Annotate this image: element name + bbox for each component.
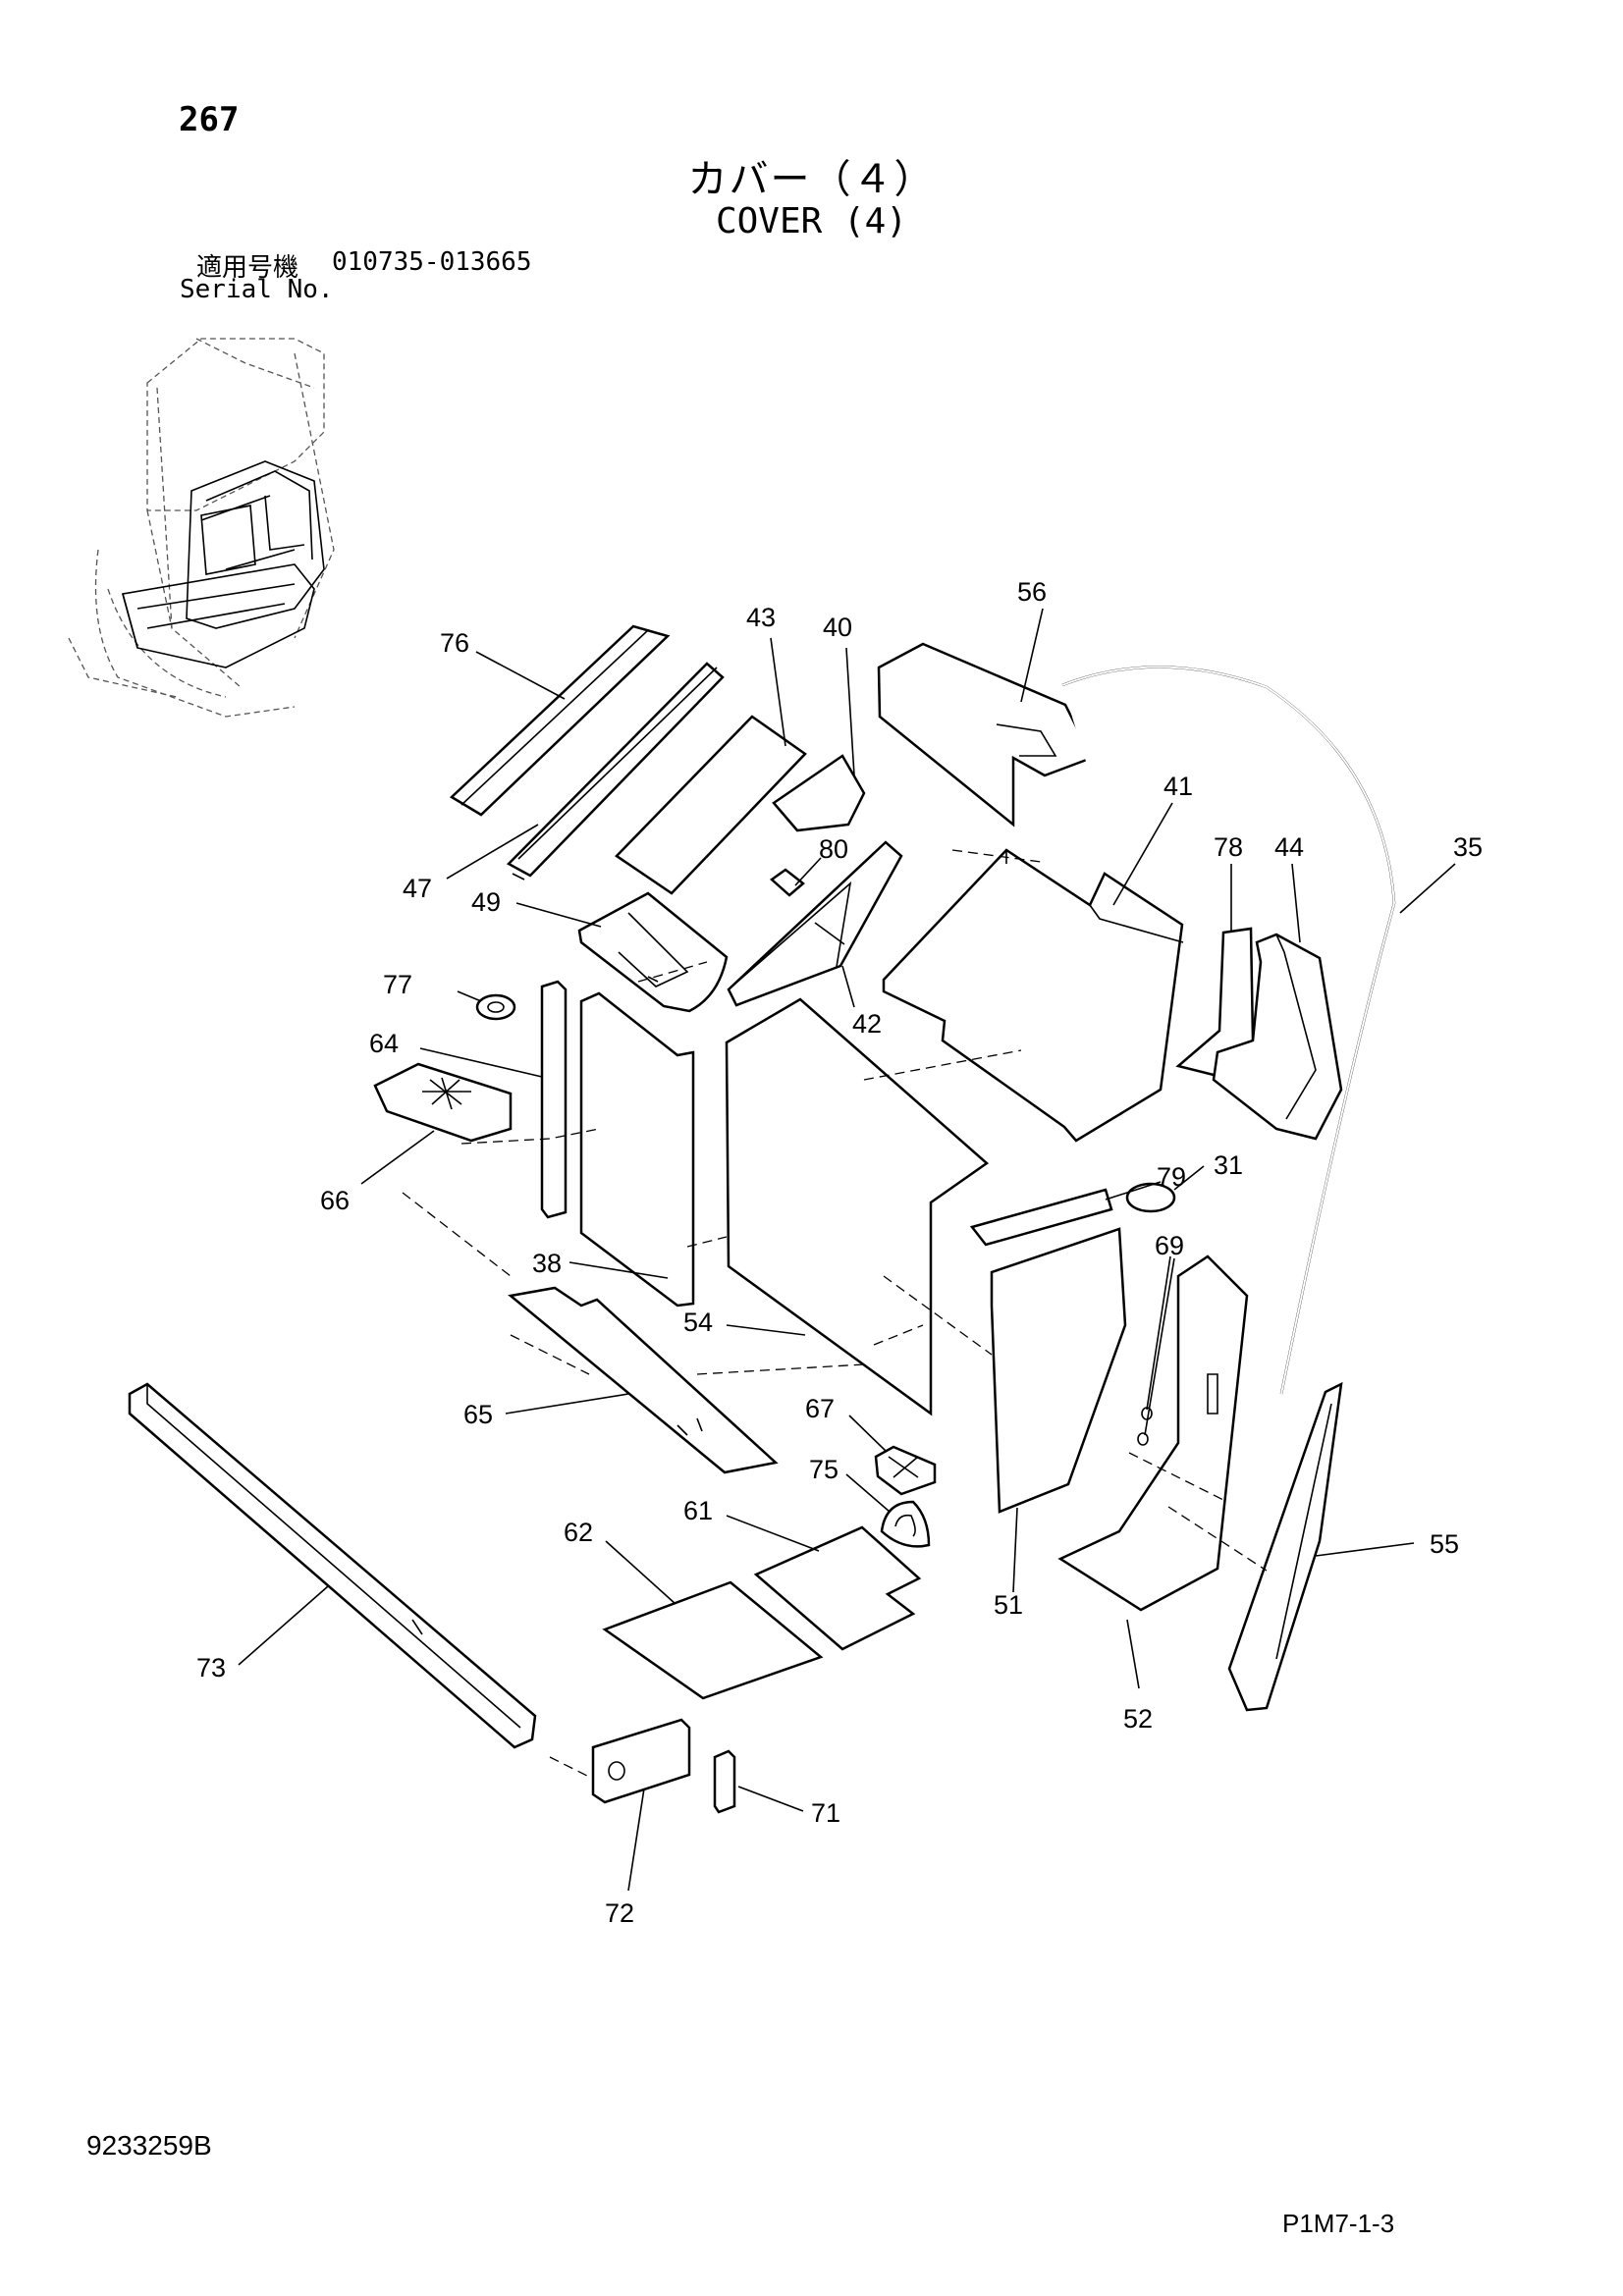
callout-80: 80 xyxy=(819,834,848,864)
callout-75: 75 xyxy=(809,1455,839,1484)
callout-31: 31 xyxy=(1214,1150,1243,1180)
assembly-dashed-lines xyxy=(402,849,1268,1778)
callout-66: 66 xyxy=(320,1186,350,1215)
part-61-mat xyxy=(753,1525,922,1651)
part-38-panel xyxy=(579,991,695,1308)
part-77-grommet xyxy=(475,993,516,1021)
part-72-bracket xyxy=(591,1718,691,1804)
part-51-panel xyxy=(990,1227,1127,1514)
document-code: 9233259B xyxy=(86,2130,212,2161)
callout-40: 40 xyxy=(823,613,852,642)
title-english: COVER (4) xyxy=(715,201,908,241)
part-43-plate xyxy=(615,715,807,895)
callout-79: 79 xyxy=(1157,1162,1186,1192)
callout-77: 77 xyxy=(383,970,412,999)
leader-lines xyxy=(238,608,1456,1892)
part-62-mat xyxy=(602,1580,824,1700)
callout-69: 69 xyxy=(1155,1231,1184,1260)
callout-71: 71 xyxy=(811,1798,840,1828)
page-reference: P1M7-1-3 xyxy=(1282,2209,1395,2238)
serial-range: 010735-013665 xyxy=(332,247,532,277)
callout-labels: 76 43 40 56 41 78 44 35 47 80 49 42 77 6… xyxy=(196,577,1483,1928)
callout-61: 61 xyxy=(683,1496,713,1525)
callout-67: 67 xyxy=(805,1394,835,1423)
cab-overview-inset xyxy=(68,338,335,718)
callout-56: 56 xyxy=(1017,577,1047,607)
part-80-block xyxy=(769,868,805,897)
callout-51: 51 xyxy=(994,1590,1023,1620)
part-42-angle xyxy=(727,840,903,1007)
callout-65: 65 xyxy=(463,1400,493,1429)
part-71-block xyxy=(713,1749,736,1814)
part-65-plate xyxy=(508,1286,779,1474)
callout-55: 55 xyxy=(1430,1529,1459,1559)
callout-54: 54 xyxy=(683,1308,713,1337)
part-73-channel xyxy=(128,1382,537,1749)
part-47-strip xyxy=(506,662,725,881)
serial-label-english: Serial No. xyxy=(180,275,334,304)
page-number: 267 xyxy=(179,100,240,139)
callout-62: 62 xyxy=(564,1518,593,1547)
part-31-pad xyxy=(1125,1182,1176,1213)
callout-64: 64 xyxy=(369,1029,399,1058)
part-64-post xyxy=(540,980,568,1219)
callout-78: 78 xyxy=(1214,832,1243,862)
callout-72: 72 xyxy=(605,1898,634,1928)
part-66-block xyxy=(373,1062,513,1143)
callout-38: 38 xyxy=(532,1249,562,1278)
callout-41: 41 xyxy=(1163,772,1193,801)
callout-44: 44 xyxy=(1274,832,1304,862)
part-76-strip xyxy=(449,624,671,817)
callout-42: 42 xyxy=(852,1009,882,1039)
part-52-panel xyxy=(1057,1255,1249,1612)
callout-35: 35 xyxy=(1453,832,1483,862)
callout-52: 52 xyxy=(1123,1704,1153,1734)
part-56-cover xyxy=(877,642,1094,828)
part-44-duct xyxy=(1212,933,1343,1141)
part-49-bracket xyxy=(577,891,729,1013)
part-79-strip xyxy=(969,1188,1113,1247)
callout-47: 47 xyxy=(403,874,432,903)
part-40-plate xyxy=(772,754,866,832)
callout-49: 49 xyxy=(471,887,501,917)
part-55-cover xyxy=(1227,1381,1343,1712)
part-67-block xyxy=(874,1445,937,1496)
callout-76: 76 xyxy=(440,628,469,658)
callout-73: 73 xyxy=(196,1653,226,1682)
title-japanese: カバー（４） xyxy=(687,157,936,202)
callout-43: 43 xyxy=(746,603,776,632)
part-75-grommet xyxy=(880,1500,931,1548)
serial-label-japanese: 適用号機 xyxy=(196,253,299,283)
part-54-panel xyxy=(725,997,990,1416)
